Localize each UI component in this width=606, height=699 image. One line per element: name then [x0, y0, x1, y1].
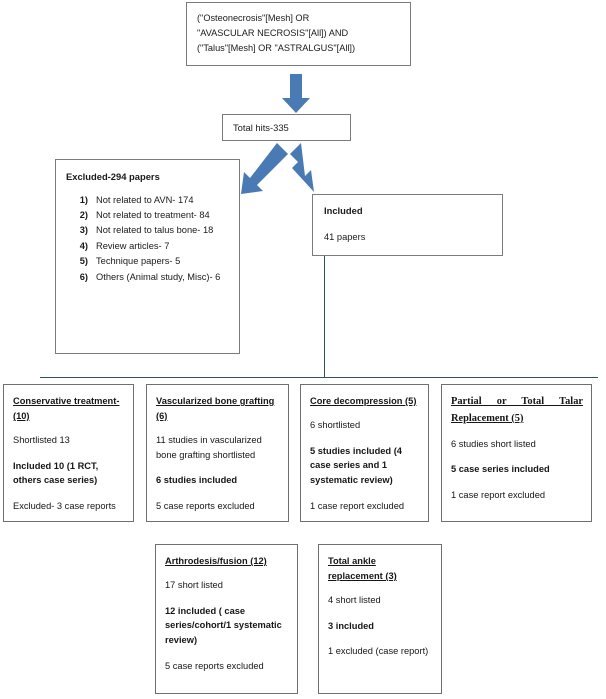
connector-horizontal [40, 377, 598, 378]
category-line: 5 case reports excluded [165, 660, 264, 671]
category-line: 5 case reports excluded [156, 501, 255, 512]
included-header: Included [324, 205, 363, 216]
category-box-conservative: Conservative treatment- (10) Shortlisted… [3, 384, 134, 522]
category-box-arthrodesis-fusion: Arthrodesis/fusion (12) 17 short listed … [155, 544, 298, 694]
category-title: Partial or Total Talar Replacement (5) [451, 396, 583, 424]
category-line: Excluded- 3 case reports [13, 501, 116, 512]
category-line: 6 studies short listed [451, 438, 536, 449]
category-box-total-ankle-replacement: Total ankle replacement (3) 4 short list… [318, 544, 442, 694]
list-item: Review articles- 7 [72, 239, 170, 254]
category-line: 1 case report excluded [310, 500, 405, 511]
category-line: 5 studies included (4 case series and 1 … [310, 445, 402, 486]
category-line: Shortlisted 13 [13, 435, 70, 446]
category-box-core-decompression: Core decompression (5) 6 shortlisted 5 s… [300, 384, 429, 522]
total-hits-label: Total hits-335 [233, 121, 289, 133]
category-line: 12 included ( case series/cohort/1 syste… [165, 605, 282, 646]
category-line: 11 studies in vascularized bone grafting… [156, 435, 262, 460]
included-papers-box: Included 41 papers [312, 194, 503, 256]
list-item: Technique papers- 5 [72, 254, 181, 269]
category-line: 17 short listed [165, 580, 223, 591]
category-line: Included 10 (1 RCT, others case series) [13, 460, 99, 486]
list-item: Not related to talus bone- 18 [72, 223, 214, 238]
query-line-1: ("Osteonecrosis"[Mesh] OR [197, 13, 310, 23]
total-hits-box: Total hits-335 [222, 114, 351, 141]
category-line: 4 short listed [328, 595, 381, 606]
included-count: 41 papers [324, 231, 366, 242]
arrow-diagonal-right-icon [290, 143, 314, 192]
arrow-diagonal-left-icon [241, 143, 288, 194]
category-box-vascularized-bone-grafting: Vascularized bone grafting (6) 11 studie… [146, 384, 289, 522]
category-line: 1 excluded (case report) [328, 646, 429, 657]
excluded-reason-list: Not related to AVN- 174 Not related to t… [66, 193, 231, 285]
category-line: 3 included [328, 620, 374, 631]
category-line: 6 shortlisted [310, 420, 361, 431]
excluded-header: Excluded-294 papers [66, 171, 160, 182]
category-title: Core decompression (5) [310, 396, 417, 406]
category-box-talar-replacement: Partial or Total Talar Replacement (5) 6… [441, 384, 592, 522]
category-line: 6 studies included [156, 475, 238, 486]
list-item: Others (Animal study, Misc)- 6 [72, 270, 221, 285]
query-line-3: ("Talus"[Mesh] OR "ASTRALGUS"[All]) [197, 42, 356, 53]
search-query-box: ("Osteonecrosis"[Mesh] OR "AVASCULAR NEC… [186, 2, 411, 66]
category-title: Vascularized bone grafting (6) [156, 396, 275, 422]
category-title: Arthrodesis/fusion (12) [165, 556, 267, 566]
category-line: 1 case report excluded [451, 490, 546, 501]
category-title: Total ankle replacement (3) [328, 556, 397, 582]
category-title: Conservative treatment- (10) [13, 396, 120, 422]
category-line: 5 case series included [451, 464, 550, 475]
excluded-papers-box: Excluded-294 papers Not related to AVN- … [55, 159, 240, 354]
query-line-2: "AVASCULAR NECROSIS"[All]) AND [197, 27, 349, 38]
list-item: Not related to treatment- 84 [72, 208, 210, 223]
arrow-down-icon [282, 74, 310, 113]
connector-vertical [324, 256, 325, 378]
list-item: Not related to AVN- 174 [72, 193, 194, 208]
